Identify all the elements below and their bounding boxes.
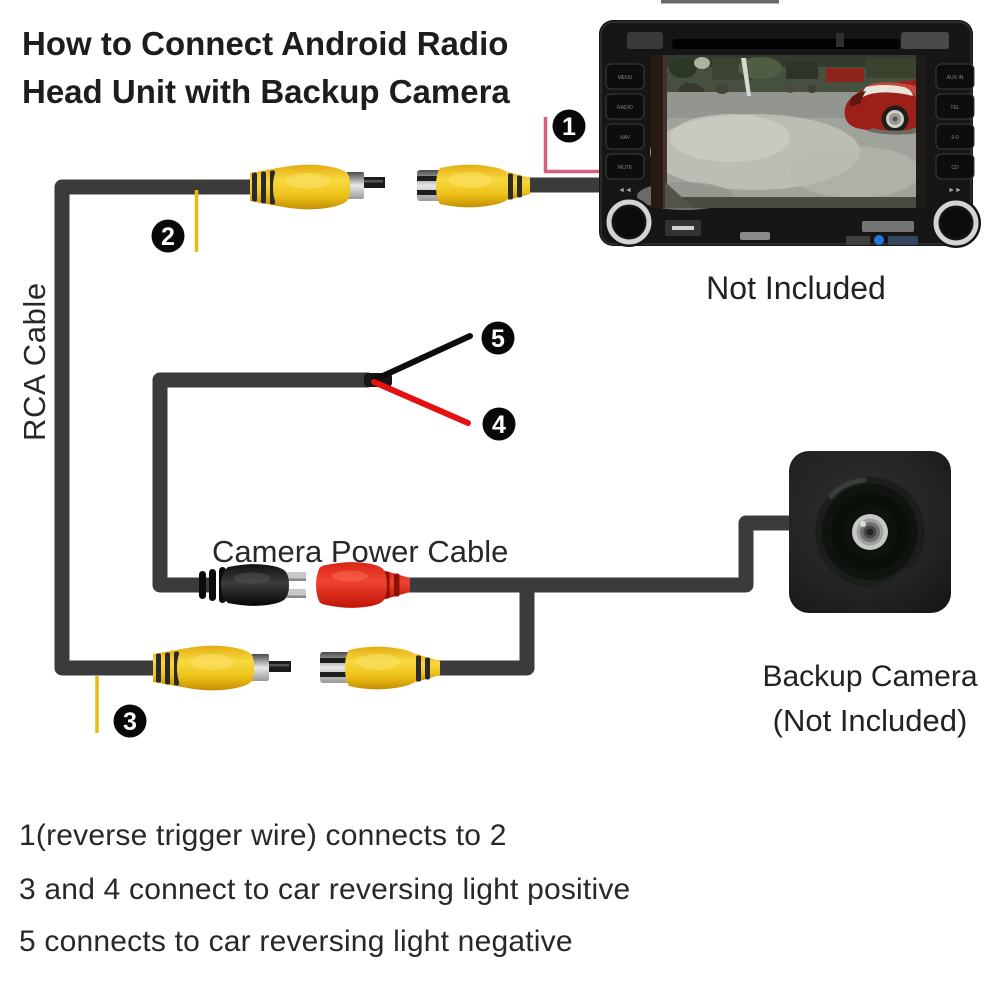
svg-text:►►: ►►: [948, 187, 962, 194]
svg-text:Not Included: Not Included: [706, 270, 886, 306]
svg-text:RADIO: RADIO: [617, 105, 633, 111]
svg-text:1(reverse trigger wire) connec: 1(reverse trigger wire) connects to 2: [19, 819, 507, 852]
svg-text:4: 4: [492, 411, 506, 439]
svg-text:◄◄: ◄◄: [618, 187, 632, 194]
svg-text:Head Unit with Backup Camera: Head Unit with Backup Camera: [22, 73, 510, 110]
svg-text:(Not Included): (Not Included): [773, 703, 968, 738]
svg-text:MENU: MENU: [618, 75, 633, 81]
svg-text:Camera Power Cable: Camera Power Cable: [212, 534, 508, 569]
svg-text:AUX IN: AUX IN: [947, 75, 964, 81]
svg-text:9-0: 9-0: [951, 135, 958, 141]
svg-text:CD: CD: [951, 165, 959, 171]
svg-text:5 connects to car reversing li: 5 connects to car reversing light negati…: [19, 925, 573, 958]
svg-text:NAV: NAV: [620, 135, 631, 141]
svg-text:How to Connect Android Radio: How to Connect Android Radio: [22, 25, 508, 62]
svg-text:TEL: TEL: [950, 105, 959, 111]
svg-text:5: 5: [491, 325, 505, 353]
svg-text:3 and 4 connect to car reversi: 3 and 4 connect to car reversing light p…: [19, 873, 630, 906]
svg-text:1: 1: [562, 113, 576, 141]
svg-text:MUTE: MUTE: [618, 165, 633, 171]
svg-text:Backup Camera: Backup Camera: [762, 660, 977, 693]
svg-text:RCA Cable: RCA Cable: [17, 282, 52, 441]
svg-text:2: 2: [161, 223, 175, 251]
svg-text:3: 3: [123, 708, 137, 736]
